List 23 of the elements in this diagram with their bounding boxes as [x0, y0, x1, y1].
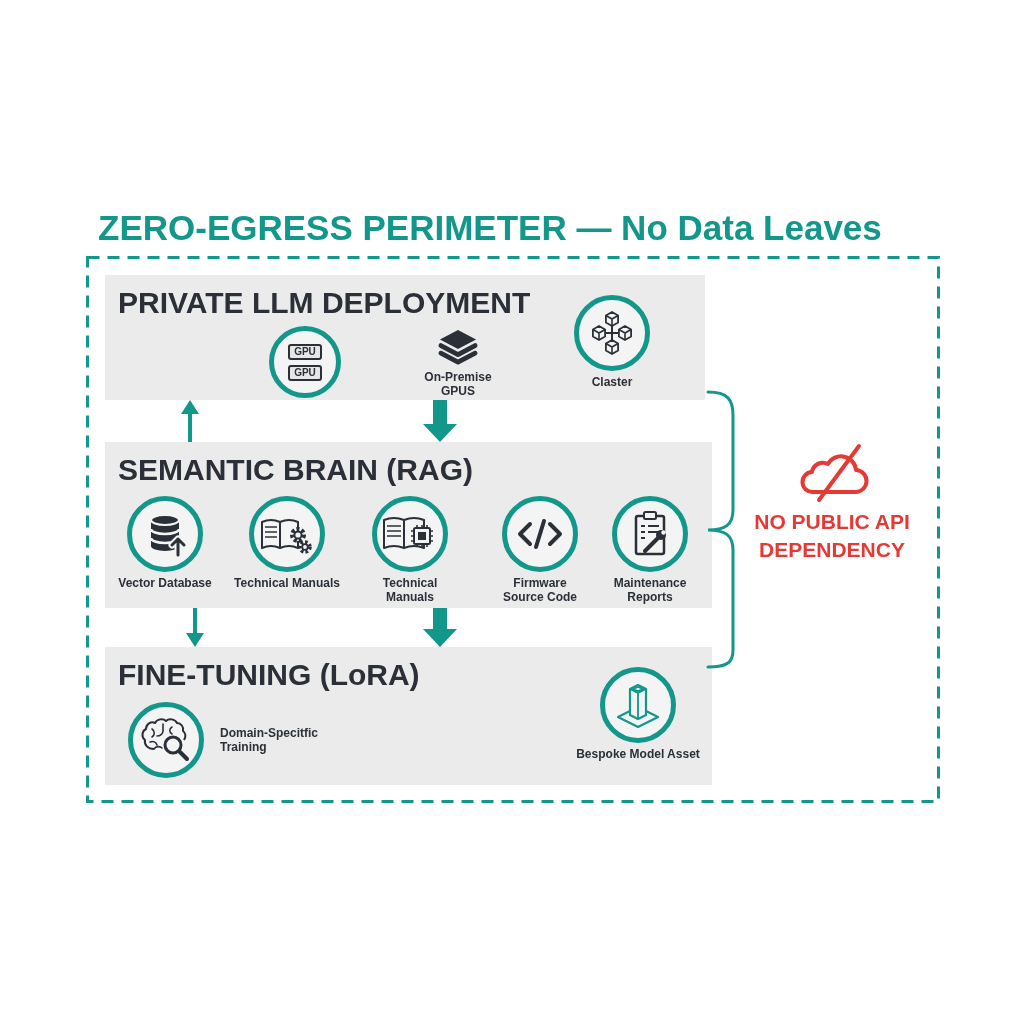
item-caption: Maintenance Reports [612, 576, 688, 604]
arrow [423, 400, 457, 442]
section-band [105, 442, 712, 608]
item-caption: Vector Database [117, 576, 213, 590]
item-caption: Claster [590, 375, 634, 389]
arrow [186, 608, 204, 647]
section-heading: PRIVATE LLM DEPLOYMENT [118, 288, 531, 318]
item-caption: Bespoke Model Asset [575, 747, 701, 761]
section-heading: SEMANTIC BRAIN (RAG) [118, 455, 473, 485]
perimeter-title: ZERO-EGRESS PERIMETER — No Data Leaves [98, 210, 882, 245]
item-caption: Firmware Source Code [502, 576, 578, 604]
gpu-chip: GPU [288, 343, 322, 360]
item-caption: On-Premise GPUS [423, 370, 493, 398]
item-caption: Technical Manuals [381, 576, 439, 604]
item-caption: Technical Manuals [233, 576, 341, 590]
item-caption: Domain-Specitfic Training [220, 726, 319, 754]
arrow [423, 608, 457, 647]
section-band [105, 275, 705, 400]
gpu-chip: GPU [288, 364, 322, 381]
arrow [181, 400, 199, 442]
section-heading: FINE-TUNING (LoRA) [118, 660, 420, 690]
section-band [105, 647, 712, 785]
warning-label: NO PUBLIC API DEPENDENCY [753, 509, 911, 563]
